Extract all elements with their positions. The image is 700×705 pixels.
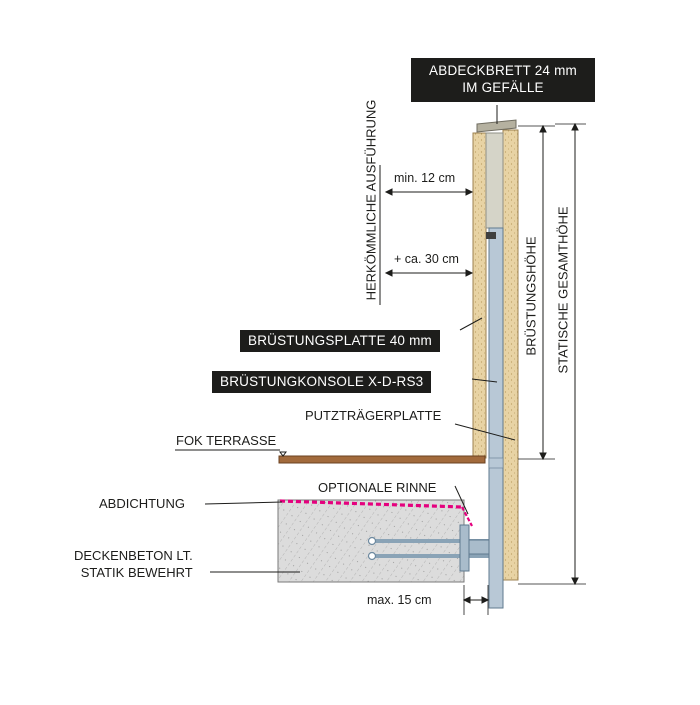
label-optionale-rinne: OPTIONALE RINNE — [318, 480, 437, 495]
terrace-floor — [278, 455, 486, 464]
parapet-plate — [488, 227, 504, 609]
label-abdichtung: ABDICHTUNG — [99, 496, 185, 511]
label-abdeckbrett-line1: ABDECKBRETT 24 mm — [429, 63, 577, 78]
label-abdeckbrett: ABDECKBRETT 24 mm IM GEFÄLLE — [411, 58, 595, 102]
dim-max-15cm: max. 15 cm — [365, 593, 434, 607]
plaster-outer — [502, 129, 519, 581]
label-abdeckbrett-line2: IM GEFÄLLE — [462, 79, 544, 95]
label-deckenbeton: DECKENBETON LT. STATIK BEWEHRT — [74, 548, 193, 582]
label-deckenbeton-line1: DECKENBETON LT. — [74, 548, 193, 563]
label-fok-terrasse: FOK TERRASSE — [176, 433, 277, 448]
dim-statische-gesamthoehe: STATISCHE GESAMTHÖHE — [555, 206, 571, 374]
label-deckenbeton-line2: STATIK BEWEHRT — [80, 564, 193, 580]
plaster-inner — [472, 132, 487, 459]
cover-board — [476, 119, 517, 133]
dim-bruestungshoehe: BRÜSTUNGSHÖHE — [523, 236, 539, 356]
console-base-plate — [459, 524, 470, 572]
dim-ca-30cm: + ca. 30 cm — [392, 252, 461, 266]
label-herkoemmliche-ausfuehrung: HERKÖMMLICHE AUSFÜHRUNG — [363, 99, 379, 301]
label-bruestungkonsole: BRÜSTUNGKONSOLE X-D-RS3 — [212, 371, 432, 393]
insulation-core — [485, 132, 504, 229]
label-putztraegerplatte: PUTZTRÄGERPLATTE — [305, 408, 442, 423]
sealing-line — [279, 499, 463, 509]
dim-min-12cm: min. 12 cm — [392, 171, 458, 185]
sealing-edge — [461, 506, 473, 527]
label-bruestungsplatte: BRÜSTUNGSPLATTE 40 mm — [240, 330, 440, 352]
